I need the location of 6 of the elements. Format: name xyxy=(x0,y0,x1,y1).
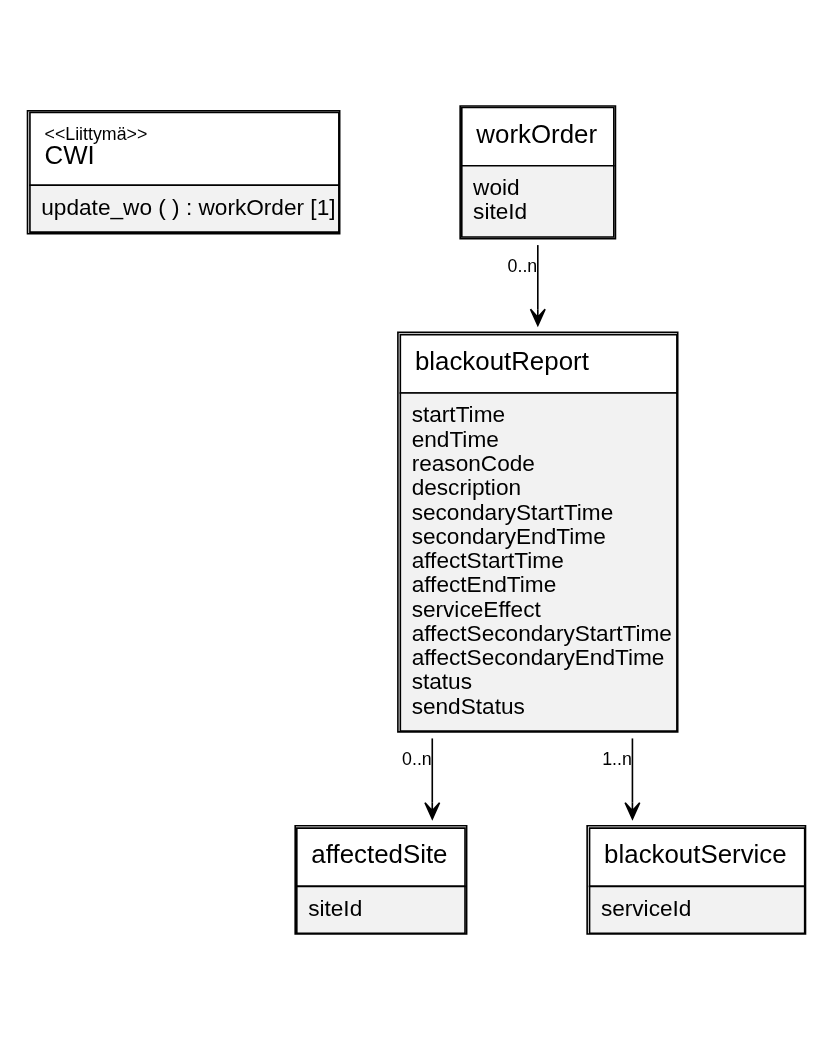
edge-label: 0..n xyxy=(402,748,432,769)
arrow xyxy=(529,243,546,326)
arrow xyxy=(424,737,441,820)
arrow xyxy=(624,737,641,820)
edge-label: 1..n xyxy=(602,748,632,769)
edge-label: 0..n xyxy=(507,255,538,276)
